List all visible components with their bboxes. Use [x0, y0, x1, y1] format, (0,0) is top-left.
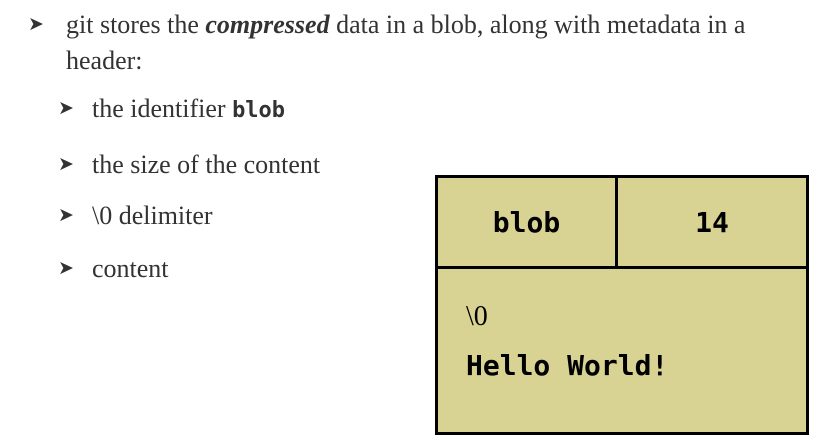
- bullet-size-text: the size of the content: [92, 150, 321, 179]
- bullet-main: ➤ git stores the compressed data in a bl…: [28, 7, 828, 79]
- arrowhead-icon: ➤: [58, 98, 74, 119]
- arrowhead-icon: ➤: [58, 205, 74, 226]
- bullet-delimiter: ➤ \0 delimiter: [58, 198, 213, 234]
- bullet-size: ➤ the size of the content: [58, 147, 320, 183]
- bullet-identifier: ➤ the identifier blob: [58, 91, 285, 129]
- blob-type-cell: blob: [438, 178, 618, 266]
- blob-diagram: blob 14 \0 Hello World!: [435, 175, 809, 435]
- bullet-identifier-text: the identifier blob: [92, 91, 285, 129]
- arrowhead-icon: ➤: [58, 258, 74, 279]
- blob-size-cell: 14: [695, 205, 729, 239]
- bullet-content: ➤ content: [58, 251, 169, 287]
- bullet-main-emphasis: compressed: [205, 10, 330, 39]
- bullet-identifier-code: blob: [232, 98, 286, 123]
- blob-header: blob 14: [438, 178, 806, 269]
- bullet-delimiter-text: \0 delimiter: [92, 201, 213, 230]
- bullet-main-prefix: git stores the: [66, 10, 206, 39]
- arrowhead-icon: ➤: [58, 154, 74, 175]
- bullet-main-suffix: data in a blob, along with metadata in a…: [66, 10, 746, 75]
- blob-content: Hello World!: [466, 349, 669, 382]
- blob-delimiter: \0: [466, 301, 488, 332]
- bullet-main-text: git stores the compressed data in a blob…: [66, 7, 826, 79]
- bullet-content-text: content: [92, 254, 169, 283]
- arrowhead-icon: ➤: [28, 14, 44, 35]
- bullet-identifier-label: the identifier: [92, 94, 233, 123]
